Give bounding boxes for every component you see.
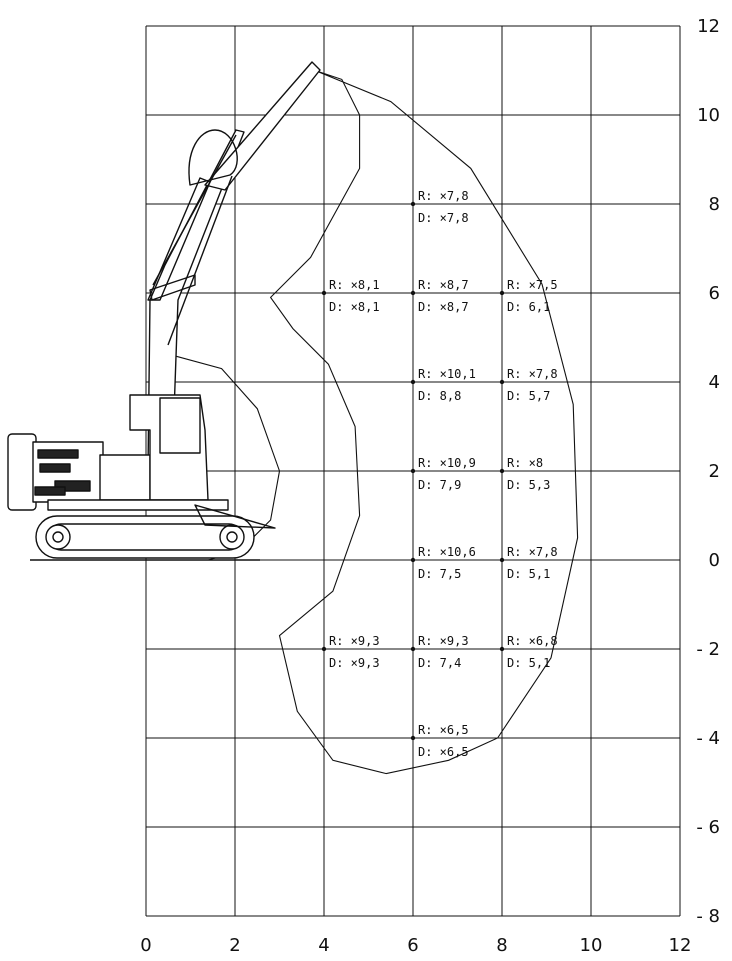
load-point-d-label: D: ×8,7 [418,300,469,314]
x-tick-label: 4 [318,935,329,956]
load-point-r-label: R: ×7,8 [507,367,558,381]
x-tick-label: 6 [407,935,418,956]
x-tick-label: 2 [229,935,240,956]
load-point-d-label: D: 5,3 [507,478,550,492]
load-point [410,201,416,207]
load-point-r-label: R: ×8,1 [329,278,380,292]
y-tick-label: 12 [697,16,720,37]
load-point-r-label: R: ×8 [507,456,543,470]
load-point-d-label: D: 5,1 [507,656,550,670]
load-point-d-label: D: 8,8 [418,389,461,403]
x-tick-label: 12 [669,935,692,956]
load-point-d-label: D: ×6,5 [418,745,469,759]
x-tick-label: 8 [496,935,507,956]
load-point [410,468,416,474]
load-point-r-label: R: ×6,8 [507,634,558,648]
load-point [410,557,416,563]
load-point [499,646,505,652]
y-tick-label: - 2 [696,639,720,660]
x-tick-label: 0 [140,935,151,956]
load-point-r-label: R: ×10,1 [418,367,476,381]
load-point-d-label: D: 7,9 [418,478,461,492]
load-point-r-label: R: ×7,5 [507,278,558,292]
load-point-r-label: R: ×10,6 [418,545,476,559]
load-point-r-label: R: ×7,8 [507,545,558,559]
load-point [410,379,416,385]
x-tick-label: 10 [580,935,603,956]
load-point-d-label: D: ×9,3 [329,656,380,670]
load-point-d-label: D: ×8,1 [329,300,380,314]
load-point-r-label: R: ×9,3 [418,634,469,648]
load-point-d-label: D: 6,1 [507,300,550,314]
load-point-d-label: D: 5,7 [507,389,550,403]
load-point-d-label: D: ×7,8 [418,211,469,225]
load-point [499,468,505,474]
y-tick-label: 0 [709,550,720,571]
excavator-illustration [7,61,321,559]
load-point [499,379,505,385]
load-point [499,557,505,563]
y-tick-label: 10 [697,105,720,126]
y-tick-label: 8 [709,194,720,215]
load-point-r-label: R: ×6,5 [418,723,469,737]
load-points: R: ×7,8 D: ×7,8 R: ×8,1 D: ×8,1 R: ×8,7 D: ×8… [321,189,558,759]
load-point-d-label: D: 5,1 [507,567,550,581]
load-point [410,290,416,296]
y-tick-label: - 6 [696,817,720,838]
load-point-r-label: R: ×8,7 [418,278,469,292]
load-point [321,290,327,296]
load-point-r-label: R: ×9,3 [329,634,380,648]
load-point [410,735,416,741]
load-point-r-label: R: ×7,8 [418,189,469,203]
reach-envelope [269,69,579,775]
load-point-r-label: R: ×10,9 [418,456,476,470]
y-tick-label: - 4 [696,728,720,749]
load-point [321,646,327,652]
load-point-d-label: D: 7,5 [418,567,461,581]
y-tick-label: - 8 [696,906,720,927]
load-point [410,646,416,652]
y-tick-label: 6 [709,283,720,304]
axis-ticks: 0 2 4 6 8 10 12 12 10 8 6 4 2 0 - 2 - 4 - 6 - 8 [140,16,720,956]
y-tick-label: 4 [709,372,720,393]
load-point [499,290,505,296]
load-point-d-label: D: 7,4 [418,656,461,670]
y-tick-label: 2 [709,461,720,482]
